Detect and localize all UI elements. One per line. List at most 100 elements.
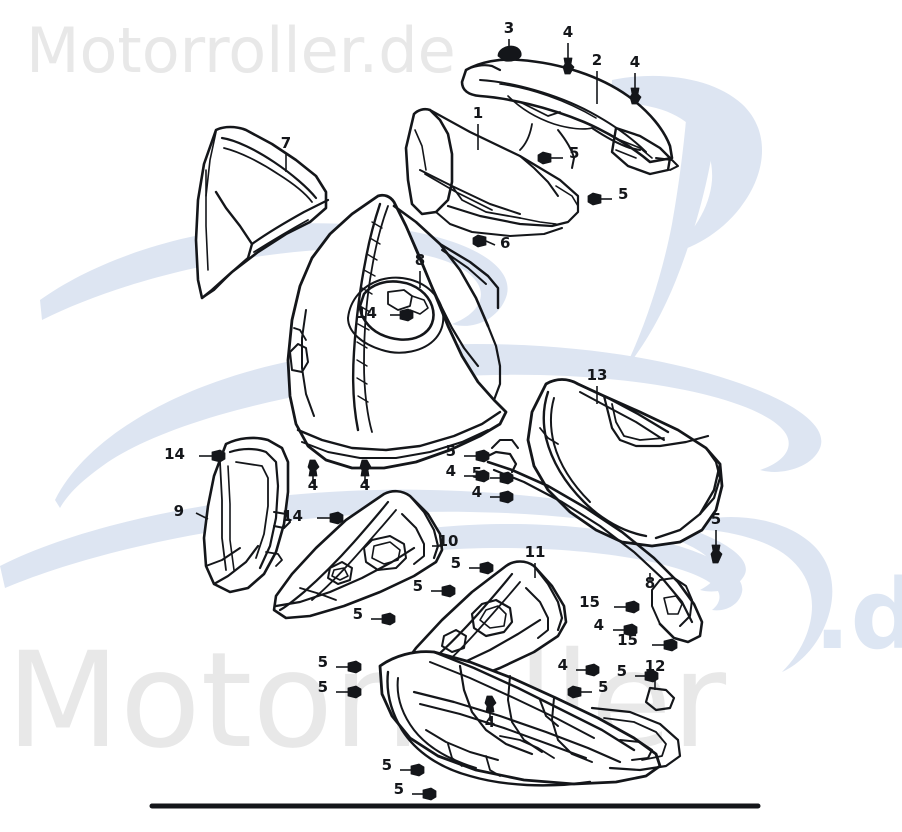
part-13-side-body-cover[interactable] — [482, 378, 724, 644]
callout-13[interactable]: 13 — [587, 366, 608, 404]
hardware-screwDn-icon — [710, 544, 723, 564]
callout-4[interactable]: 4 — [446, 462, 490, 483]
callout-number: 4 — [308, 476, 318, 494]
callout-number: 4 — [630, 53, 640, 71]
callout-15[interactable]: 15 — [579, 593, 640, 614]
hardware-nutR-icon — [585, 663, 600, 677]
hardware-nutR-icon — [399, 308, 414, 322]
swoosh-shape-4 — [610, 75, 763, 254]
swoosh-shape-7 — [700, 517, 833, 672]
callout-number: 4 — [360, 476, 370, 494]
callout-4[interactable]: 4 — [594, 616, 638, 637]
callout-5[interactable]: 5 — [318, 678, 362, 699]
part-7-front-top-cover[interactable] — [194, 125, 330, 300]
callout-number: 3 — [504, 19, 514, 37]
callout-8[interactable]: 8 — [415, 251, 425, 288]
callout-4[interactable]: 4 — [558, 656, 600, 677]
callout-4[interactable]: 4 — [629, 53, 642, 105]
callout-9[interactable]: 9 — [174, 502, 209, 520]
callout-number: 4 — [558, 656, 568, 674]
callout-14[interactable]: 14 — [164, 445, 226, 463]
callout-4[interactable]: 4 — [307, 459, 320, 494]
callout-number: 13 — [587, 366, 608, 384]
watermark-top: Motorroller.de — [26, 14, 456, 87]
callout-5[interactable]: 5 — [394, 780, 437, 801]
callout-14[interactable]: 14 — [282, 507, 344, 525]
hardware-clip-icon — [497, 45, 522, 62]
callout-5[interactable]: 5 — [587, 185, 628, 206]
callout-5[interactable]: 5 — [710, 510, 723, 564]
hardware-nutR-icon — [329, 511, 344, 525]
hardware-nutR-icon — [499, 471, 514, 485]
callout-10[interactable]: 10 — [432, 532, 458, 550]
hardware-screwUp-icon — [484, 695, 497, 713]
callout-number: 4 — [563, 23, 573, 41]
callout-number: 1 — [473, 104, 483, 122]
part-12-lower-body-assembly[interactable] — [378, 650, 682, 787]
callout-number: 14 — [282, 507, 303, 525]
callout-14[interactable]: 14 — [356, 304, 414, 322]
part-1-handlebar-front-cover[interactable] — [404, 107, 580, 237]
hardware-screw-icon — [562, 57, 575, 75]
hardware-nutL-icon — [567, 685, 582, 699]
callout-3[interactable]: 3 — [497, 19, 522, 62]
callout-7[interactable]: 7 — [281, 134, 291, 172]
callout-4[interactable]: 4 — [484, 695, 497, 731]
callout-leader — [485, 240, 496, 246]
hardware-screwUp-icon — [307, 459, 320, 477]
hardware-nutR-icon — [422, 787, 437, 801]
part-9-side-inner-panel[interactable] — [202, 436, 291, 594]
watermark-bottom-suffix: .d — [814, 559, 902, 671]
hardware-nutR-icon — [347, 685, 362, 699]
callout-5[interactable]: 5 — [567, 678, 608, 699]
callout-leader — [195, 512, 209, 520]
callout-5[interactable]: 5 — [472, 464, 514, 485]
callout-number: 5 — [318, 653, 328, 671]
callout-5[interactable]: 5 — [451, 554, 494, 575]
part-12-bracket[interactable] — [644, 686, 676, 712]
hardware-nutL-icon — [472, 234, 487, 248]
swoosh-shape-5 — [624, 89, 716, 370]
hardware-nutR-icon — [499, 490, 514, 504]
callout-5[interactable]: 5 — [318, 653, 362, 674]
callout-number: 5 — [472, 464, 482, 482]
swoosh-shape-3 — [0, 489, 746, 592]
hardware-nutR-icon — [623, 623, 638, 637]
callout-4[interactable]: 4 — [359, 459, 372, 494]
callout-12[interactable]: 12 — [645, 657, 666, 690]
hardware-nutR-icon — [625, 600, 640, 614]
callout-4[interactable]: 4 — [472, 483, 514, 504]
callout-11[interactable]: 11 — [525, 543, 546, 578]
part-8-front-shield[interactable] — [286, 193, 508, 470]
callout-5[interactable]: 5 — [537, 144, 579, 165]
callout-1[interactable]: 1 — [473, 104, 483, 150]
callout-number: 5 — [711, 510, 721, 528]
callout-5[interactable]: 5 — [446, 442, 490, 463]
callout-5[interactable]: 5 — [413, 577, 456, 598]
hardware-nutR-icon — [663, 638, 678, 652]
callout-number: 4 — [594, 616, 604, 634]
callout-number: 8 — [645, 574, 655, 592]
callout-number: 5 — [394, 780, 404, 798]
callout-number: 5 — [353, 605, 363, 623]
hardware-screwUp-icon — [359, 459, 372, 477]
part-10-left-floor-panel[interactable] — [272, 489, 444, 620]
callout-5[interactable]: 5 — [382, 756, 425, 777]
callout-8[interactable]: 8 — [645, 573, 655, 592]
callout-4[interactable]: 4 — [562, 23, 575, 75]
callout-number: 4 — [485, 713, 495, 731]
callout-number: 5 — [451, 554, 461, 572]
hardware-nutR-icon — [381, 612, 396, 626]
swoosh-shape-2 — [55, 343, 822, 508]
callout-15[interactable]: 15 — [617, 631, 678, 652]
hardware-nutR-icon — [410, 763, 425, 777]
callout-number: 5 — [318, 678, 328, 696]
callout-6[interactable]: 6 — [472, 234, 510, 252]
callout-number: 5 — [618, 185, 628, 203]
callout-2[interactable]: 2 — [592, 51, 602, 104]
hardware-nutR-icon — [475, 449, 490, 463]
part-2-handlebar-rear-cover[interactable] — [460, 58, 679, 176]
callout-5[interactable]: 5 — [353, 605, 396, 626]
